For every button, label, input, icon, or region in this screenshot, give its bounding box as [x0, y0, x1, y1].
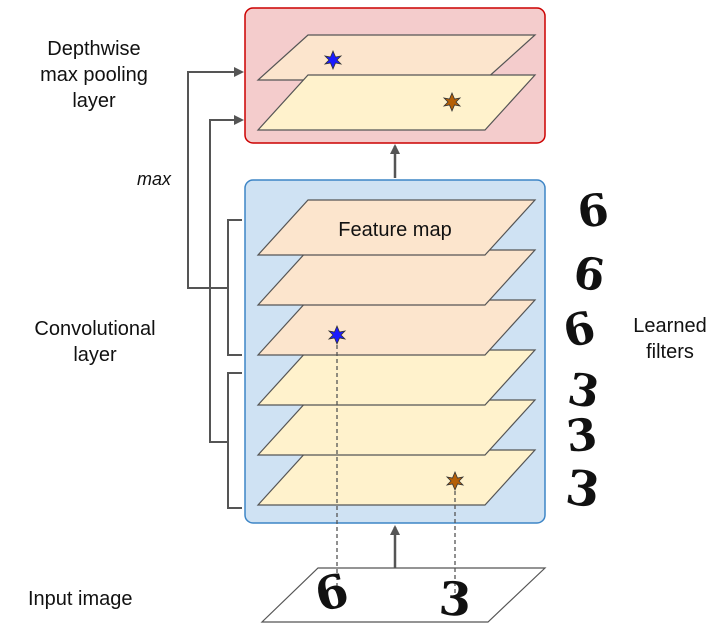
pooled-map-3 — [256, 74, 537, 131]
marker-blue-pooled — [323, 49, 343, 71]
pooling-layer-label: Depthwise max pooling layer — [14, 36, 174, 114]
max-connector-6 — [187, 67, 244, 289]
conv-layer-label-line-1: Convolutional — [34, 318, 156, 340]
pooling-layer-label-line-3: layer — [72, 90, 116, 112]
max-label: max — [137, 169, 172, 189]
filter-digit-2: 6 — [570, 247, 607, 302]
bracket-6-maps — [227, 219, 242, 356]
marker-brown-feature — [445, 470, 465, 492]
pooling-layer-label-line-1: Depthwise — [47, 38, 141, 60]
pooling-layer-label-line-2: max pooling — [40, 64, 148, 86]
feature-map-label: Feature map — [338, 219, 451, 241]
conv-layer-label: Convolutional layer — [14, 316, 176, 368]
learned-filters-label: Learned filters — [620, 313, 720, 365]
feature-map-6a — [256, 199, 537, 256]
learned-filters-label-line-1: Learned — [633, 315, 707, 337]
bracket-3-maps — [227, 372, 242, 509]
filter-digit-5: 3 — [564, 409, 600, 463]
input-image-plane — [260, 567, 547, 623]
filter-digit-3: 6 — [558, 302, 600, 359]
learned-filters-label-line-2: filters — [646, 341, 694, 363]
max-connector-3 — [209, 115, 244, 443]
marker-brown-pooled — [442, 91, 462, 113]
input-digit-3: 3 — [437, 571, 473, 627]
marker-blue-feature — [327, 324, 347, 346]
input-image-label: Input image — [28, 588, 133, 610]
conv-layer-label-line-2: layer — [73, 344, 117, 366]
filter-digit-1: 6 — [574, 184, 611, 239]
filter-digit-6: 3 — [562, 459, 603, 519]
